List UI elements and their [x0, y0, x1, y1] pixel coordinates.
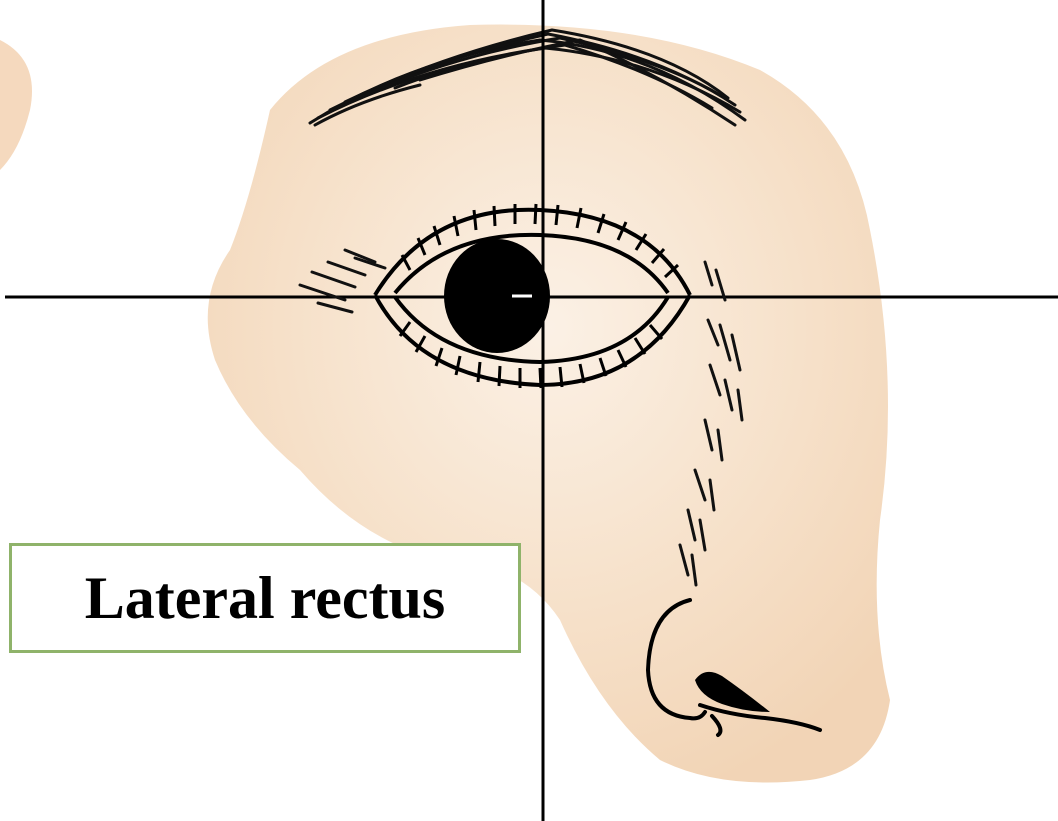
iris: [444, 239, 550, 353]
muscle-label: Lateral rectus: [85, 564, 445, 633]
neighbor-face-fragment: [0, 40, 32, 170]
face-silhouette: [208, 25, 890, 783]
muscle-label-box: Lateral rectus: [9, 543, 521, 653]
